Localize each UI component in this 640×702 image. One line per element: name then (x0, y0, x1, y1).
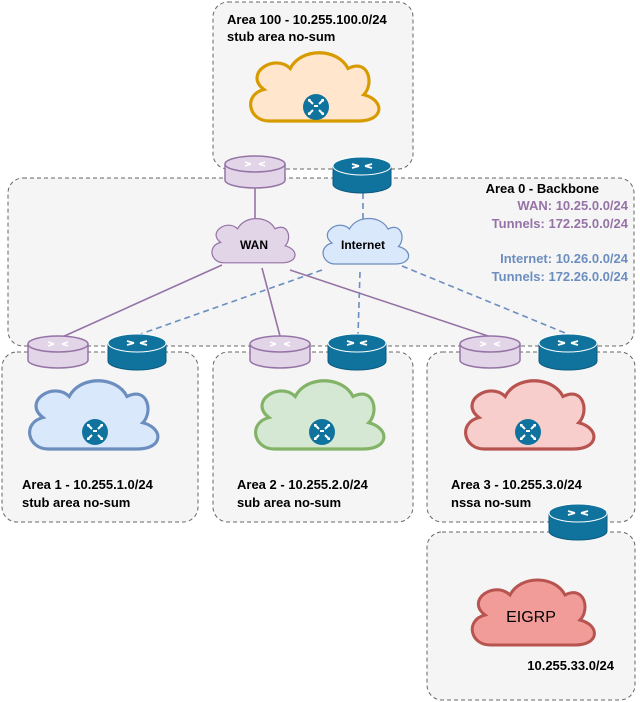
area-2-title: Area 2 - 10.255.2.0/24 (237, 477, 369, 492)
area-100-title: Area 100 - 10.255.100.0/24 (227, 12, 388, 27)
wan-link-area1 (59, 264, 223, 339)
wan-cloud-label: WAN (240, 238, 268, 252)
area-3-subtitle: nssa no-sum (451, 495, 531, 510)
area-2-cloud (254, 379, 386, 451)
wan-link-area3 (289, 269, 489, 337)
area-3-title: Area 3 - 10.255.3.0/24 (451, 477, 583, 492)
eigrp-title: EIGRP (506, 609, 556, 626)
area-0-internet-info: Internet: 10.26.0.0/24 (500, 251, 629, 266)
wan-link-area2 (261, 267, 281, 337)
area-1-cloud (28, 379, 160, 451)
area-3-cloud (464, 379, 596, 451)
area-0-container (7, 177, 635, 347)
wan-router-area3 (459, 335, 521, 369)
internet-router-area1 (107, 333, 167, 371)
area-100-cloud (249, 51, 381, 123)
internet-link-area1 (134, 269, 323, 337)
wan-router-area100 (224, 155, 286, 189)
area-1-title: Area 1 - 10.255.1.0/24 (22, 477, 154, 492)
area-0-wan-info: WAN: 10.25.0.0/24 (517, 198, 628, 213)
area-2-subtitle: sub area no-sum (237, 495, 341, 510)
internet-router-area2 (327, 333, 387, 371)
internet-router-area3 (538, 333, 598, 371)
area-1-subtitle: stub area no-sum (22, 495, 130, 510)
internet-cloud-label: Internet (341, 238, 385, 252)
area-100-subtitle: stub area no-sum (227, 29, 335, 44)
eigrp-prefix: 10.255.33.0/24 (527, 658, 615, 673)
area-0-title: Area 0 - Backbone (486, 181, 599, 196)
internet-link-area3 (401, 265, 571, 336)
area-0-internet-tunnels: Tunnels: 172.26.0.0/24 (492, 269, 629, 284)
internet-router-area100 (332, 156, 392, 194)
wan-router-area2 (249, 335, 311, 369)
wan-router-area1 (27, 335, 89, 369)
internet-link-area2 (357, 271, 361, 336)
eigrp-border-router (548, 503, 608, 541)
area-0-wan-tunnels: Tunnels: 172.25.0.0/24 (492, 216, 629, 231)
